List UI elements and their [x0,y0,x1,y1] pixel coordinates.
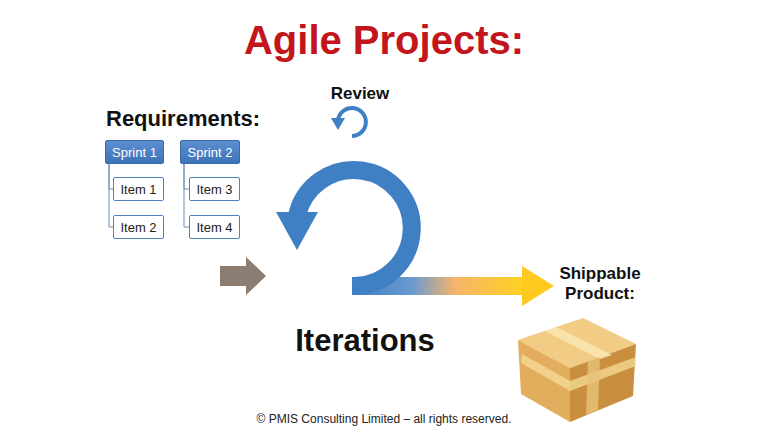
iteration-ring [297,170,412,286]
node-text: Sprint 2 [188,145,233,160]
sprint-box: Sprint 2 [180,140,240,164]
package-illustration [518,318,636,442]
output-arrowhead [522,266,554,306]
sprint-box: Sprint 1 [105,140,164,164]
node-text: Sprint 1 [112,145,157,160]
item-box: Item 3 [189,177,240,201]
copyright-note: © PMIS Consulting Limited – all rights r… [184,412,584,426]
node-text: Item 1 [120,182,156,197]
input-arrow [220,257,266,295]
node-text: Item 4 [196,220,232,235]
iterations-label: Iterations [280,322,450,359]
item-box: Item 2 [113,215,164,239]
diagram-title: Agile Projects: [0,18,768,63]
product-label: Shippable Product: [550,264,650,305]
section-heading: Requirements: [106,106,306,132]
review-arrowhead [331,118,345,130]
node-text: Item 2 [120,220,156,235]
item-box: Item 4 [189,215,240,239]
node-text: Item 3 [196,182,232,197]
item-box: Item 1 [113,177,164,201]
review-label: Review [310,84,410,104]
iteration-arrowhead [276,212,318,250]
